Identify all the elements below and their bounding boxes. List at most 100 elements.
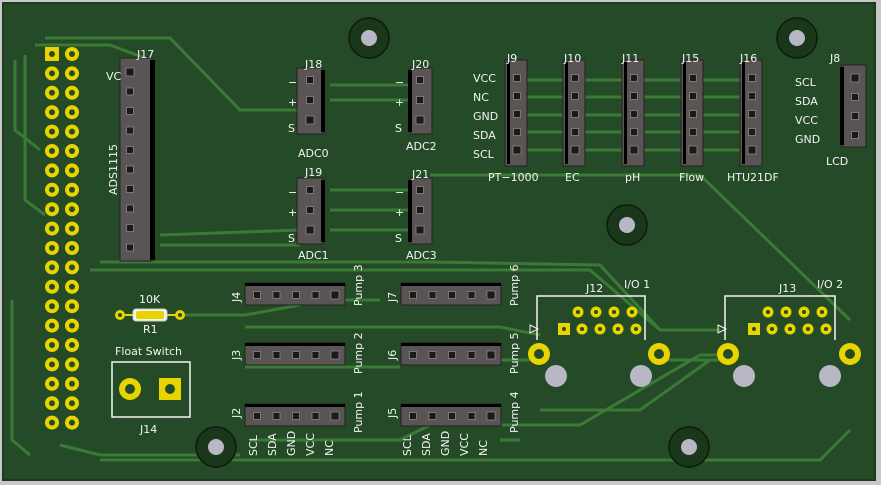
j4-label: J4 [230, 292, 243, 303]
pin [416, 96, 424, 104]
gpio-drill [69, 167, 75, 174]
pump-pin-label: SDA [266, 433, 279, 456]
adc-headers: J18 J20 J19 J21 ADC0 ADC2 ADC1 ADC3 −+S−… [288, 58, 437, 262]
r1-resistor: 10K R1 [115, 293, 185, 336]
gpio-drill [69, 128, 75, 135]
sensor-pin-label: NC [473, 91, 489, 104]
mounting-holes [195, 17, 818, 468]
pump5-label: Pump 5 [508, 332, 521, 374]
j10-label: J10 [563, 52, 581, 65]
j14-label: J14 [139, 423, 157, 436]
pin [748, 92, 756, 100]
gpio-drill [49, 206, 55, 213]
sensor-headers: J9 J10 J11 J15 J16 PT−1000 EC pH Flow HT… [473, 52, 779, 184]
adc-pin-mark: + [288, 206, 297, 219]
pin [311, 351, 320, 359]
gpio-header-2x20 [45, 47, 79, 430]
gpio-drill [49, 51, 55, 57]
j8-label: J8 [829, 52, 840, 65]
pin [253, 412, 261, 420]
j5-label: J5 [386, 408, 399, 419]
pin [689, 92, 697, 100]
gpio-drill [69, 109, 75, 116]
pump-pin-label: VCC [458, 433, 471, 456]
j13-label: J13 [778, 282, 796, 295]
sensor-pin-label: VCC [473, 72, 496, 85]
io-drill [630, 310, 634, 314]
j14-float-switch: Float Switch J14 [111, 345, 191, 436]
j9-label: J9 [506, 52, 517, 65]
flow-label: Flow [679, 171, 704, 184]
pin [306, 76, 314, 84]
pin [512, 145, 522, 155]
pin [330, 290, 340, 300]
lcd-pin-label: SCL [795, 76, 817, 89]
j18-label: J18 [304, 58, 322, 71]
pump-header-edge [401, 343, 501, 346]
sensor-header-edge [683, 62, 686, 164]
gpio-drill [49, 89, 55, 96]
pin [513, 128, 521, 136]
pin [448, 351, 456, 359]
pin [428, 412, 437, 420]
gpio-drill [49, 419, 55, 426]
pin [409, 412, 417, 420]
gpio-drill [49, 303, 55, 310]
pin [305, 225, 315, 235]
pump-pin-label: GND [439, 431, 452, 456]
j17-ads1115-header: J17 VC ADS1115 [106, 48, 155, 262]
pump6-label: Pump 6 [508, 264, 521, 306]
gpio-drill [69, 206, 75, 213]
float-switch-label: Float Switch [115, 345, 182, 358]
gpio-drill [69, 245, 75, 251]
gpio-drill [69, 400, 75, 407]
io-drill [594, 310, 598, 314]
io-drill [788, 327, 792, 331]
gpio-drill [49, 264, 55, 271]
io-drill [824, 327, 828, 331]
pin [571, 128, 579, 136]
io-drill [598, 327, 602, 331]
pin [571, 92, 579, 100]
htu21df-label: HTU21DF [727, 171, 779, 184]
adc-pin-mark: + [288, 96, 297, 109]
pin [126, 243, 134, 252]
pin [416, 76, 424, 84]
io-drill [576, 310, 580, 314]
gpio-drill [69, 186, 75, 193]
pump-header-edge [245, 404, 345, 407]
adc-pin-mark: − [395, 76, 404, 89]
j20-label: J20 [411, 58, 429, 71]
gpio-drill [69, 303, 75, 310]
pump-pin-label: SDA [420, 433, 433, 456]
gpio-drill [69, 51, 75, 57]
gpio-drill [69, 264, 75, 271]
gpio-drill [69, 380, 75, 387]
ph-label: pH [625, 171, 640, 184]
io-drill [820, 310, 824, 314]
pin [748, 110, 756, 118]
pin [126, 185, 134, 193]
io-drill [612, 310, 616, 314]
pin [306, 96, 314, 104]
adc3-label: ADC3 [406, 249, 437, 262]
r1-value-label: 10K [139, 293, 161, 306]
pin [272, 291, 281, 299]
io-drill [784, 310, 788, 314]
adc1-label: ADC1 [298, 249, 329, 262]
io-drill [580, 327, 584, 331]
pin [630, 74, 638, 82]
pin [513, 74, 521, 82]
pin [448, 412, 456, 420]
j21-label: J21 [411, 168, 429, 181]
sensor-header-edge [565, 62, 568, 164]
j6-label: J6 [386, 350, 399, 361]
io-drill [616, 327, 620, 331]
gpio-drill [49, 380, 55, 387]
io-drill [770, 327, 774, 331]
pin [292, 291, 300, 299]
pin [850, 73, 860, 83]
sensor-header-edge [624, 62, 627, 164]
pin [292, 412, 300, 420]
pin [253, 351, 261, 359]
